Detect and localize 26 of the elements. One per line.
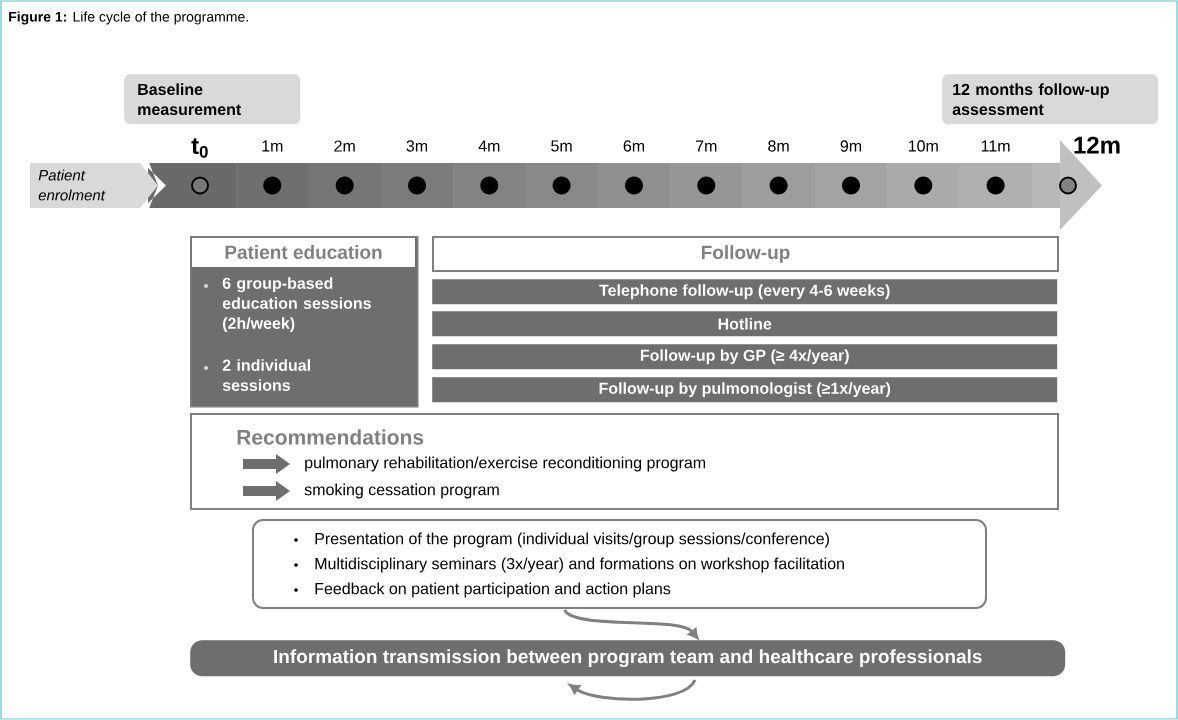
follow-up-bar: Hotline	[432, 311, 1058, 337]
month-label: 10m	[908, 140, 938, 152]
education-panel: Patient education 6 group-based education sessions (2h/week) 2 individual sessions	[190, 236, 419, 408]
month-label: 3m	[406, 140, 428, 152]
month-label: 7m	[696, 140, 717, 152]
information-bar: Information transmission between program team and healthcare professionals	[190, 640, 1066, 677]
follow-up-bar: Telephone follow-up (every 4-6 weeks)	[432, 279, 1058, 305]
figure-title: Figure 1: Life cycle of the programme.	[9, 11, 248, 25]
recommendations-panel: Recommendations pulmonary rehabilitation/exercise reconditioning program smoking cessation program	[190, 413, 1059, 510]
follow-up-bar: Follow-up by pulmonologist (≥1x/year)	[432, 377, 1058, 403]
month-label: 11m	[981, 140, 1010, 152]
milestone-box: Baseline measurement	[124, 74, 301, 125]
time-label: t$_{0}$	[191, 138, 208, 158]
enrolment-chevron: Patient enrolment	[30, 163, 158, 208]
curved-arrow	[563, 608, 699, 640]
milestone-box: 12 months follow-up assessment	[942, 74, 1159, 125]
activity-list-box: Presentation of the program (individual visits/group sessions/conference) Multidisciplinary seminars (3x/year) and formations on workshop facilitation Feedback on patient participation and action plans	[252, 519, 987, 609]
header-box: Follow-up	[432, 236, 1059, 272]
month-label: 5m	[551, 140, 572, 152]
month-label: 9m	[840, 140, 862, 152]
month-label: 1m	[262, 140, 283, 152]
month-label: 2m	[334, 140, 355, 152]
month-label: 4m	[478, 140, 500, 152]
month-label: 6m	[623, 140, 645, 152]
month-label: 8m	[768, 140, 789, 152]
follow-up-bar: Follow-up by GP (≥ 4x/year)	[432, 344, 1058, 370]
